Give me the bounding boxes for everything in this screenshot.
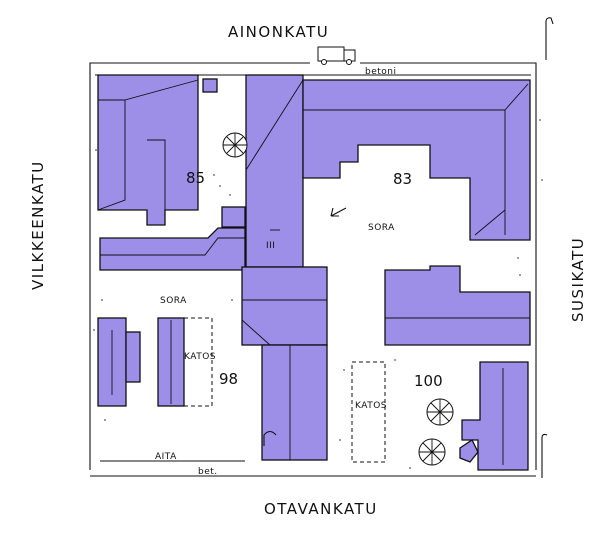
katos-98-outline bbox=[183, 317, 213, 407]
sora-label-98: SORA bbox=[160, 296, 187, 306]
tree-icon bbox=[426, 398, 454, 426]
building-98 bbox=[97, 317, 185, 407]
lot-number-85: 85 bbox=[186, 169, 205, 187]
bet-label: bet. bbox=[198, 467, 218, 477]
building-east-middle bbox=[384, 265, 531, 346]
katos-100-outline bbox=[351, 361, 386, 463]
building-85 bbox=[97, 74, 218, 226]
katos-label-98: KATOS bbox=[184, 352, 216, 362]
lot-number-98: 98 bbox=[219, 370, 238, 388]
lot-number-100: 100 bbox=[414, 372, 443, 390]
gravel-dots bbox=[93, 119, 543, 469]
entrance-icon bbox=[263, 430, 277, 446]
street-label-south: OTAVANKATU bbox=[264, 500, 378, 518]
building-100 bbox=[459, 361, 529, 471]
truck-icon bbox=[317, 46, 356, 65]
tree-icon bbox=[222, 132, 248, 158]
sora-label-83: SORA bbox=[368, 223, 395, 233]
katos-label-100: KATOS bbox=[355, 401, 387, 411]
street-label-north: AINONKATU bbox=[228, 23, 329, 41]
street-label-east: SUSIKATU bbox=[569, 237, 587, 322]
arrow-icon bbox=[330, 207, 347, 217]
tree-icon bbox=[418, 438, 446, 466]
building-83 bbox=[302, 79, 531, 241]
building-central bbox=[241, 74, 328, 461]
lot-number-83: 83 bbox=[393, 170, 412, 188]
aita-label: AITA bbox=[155, 452, 177, 462]
building-west-wing bbox=[99, 206, 246, 271]
betoni-label: betoni bbox=[365, 67, 397, 77]
lamp-post-icon bbox=[545, 17, 554, 60]
street-label-west: VILKKEENKATU bbox=[29, 160, 47, 290]
lamp-post-icon bbox=[541, 433, 548, 478]
roman-numeral-label: III bbox=[266, 241, 275, 251]
